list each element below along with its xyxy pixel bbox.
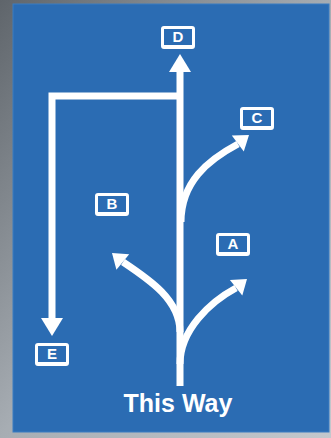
arrow-head: [169, 54, 191, 72]
b-branch-arrow: [123, 262, 180, 332]
destination-box: B: [95, 193, 129, 216]
destination-box: A: [216, 233, 250, 256]
destination-letter: E: [47, 346, 57, 361]
arrow-head: [41, 318, 63, 336]
arrow-head: [112, 253, 129, 270]
destination-letter: A: [228, 236, 239, 251]
destination-letter: D: [173, 29, 184, 44]
sign-caption: This Way: [124, 390, 233, 418]
destination-box: D: [161, 26, 195, 49]
arrow-lines: [52, 70, 238, 386]
arrow-head: [230, 279, 247, 296]
arrow-heads: [41, 54, 249, 336]
a-branch-arrow: [180, 288, 236, 364]
destination-letter: C: [252, 110, 263, 125]
destination-letter: B: [107, 196, 118, 211]
destination-box: C: [240, 107, 274, 130]
sign-panel: [13, 4, 329, 432]
arrow-head: [232, 135, 249, 151]
c-branch-arrow: [181, 144, 238, 222]
destination-box: E: [35, 343, 69, 366]
